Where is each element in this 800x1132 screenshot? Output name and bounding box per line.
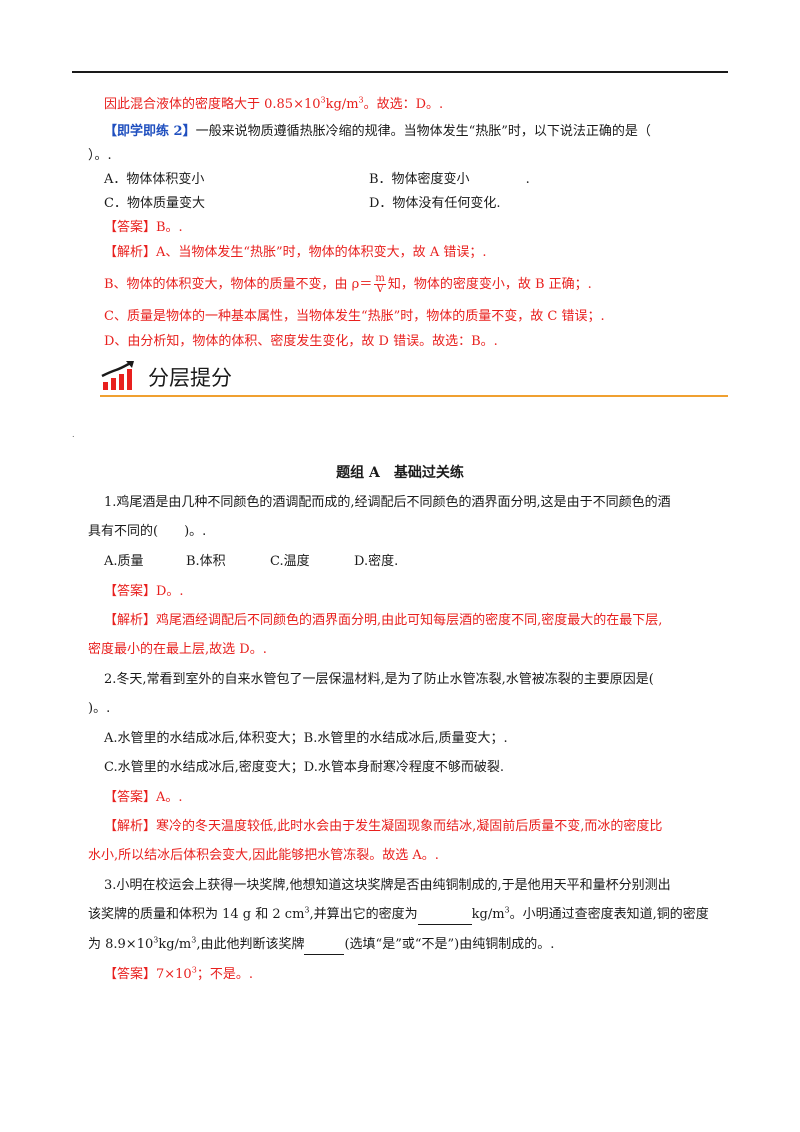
q3-text-end: (选填“是”或“不是”)由纯铜制成的。.: [344, 937, 555, 952]
option-c: C．物体质量变大: [104, 196, 205, 211]
option-d: D．物体没有任何变化.: [369, 196, 501, 211]
q3-line3: 为 8.9×103kg/m3,由此他判断该奖牌(选填“是”或“不是”)由纯铜制成…: [88, 935, 554, 955]
exponent: 3: [191, 965, 197, 975]
q3-text-mid: ,并算出它的密度为: [309, 907, 418, 922]
conclusion-end: 。故选：D。.: [363, 97, 444, 112]
practice2-analysis-4: D、由分析知，物体的体积、密度发生变化，故 D 错误。故选：B。.: [104, 334, 498, 349]
section-underline: [100, 395, 728, 397]
practice2-question-line2: ）。.: [88, 148, 112, 163]
q3-line1: 3.小明在校运会上获得一块奖牌,他想知道这块奖牌是否由纯铜制成的,于是他用天平和…: [104, 878, 671, 893]
group-title: 题组 A 基础过关练: [336, 465, 464, 481]
q1-analysis-2: 密度最小的在最上层,故选 D。.: [88, 642, 267, 657]
analysis-text-end: 知，物体的密度变小，故 B 正确；.: [387, 277, 592, 292]
q2-options-1: A.水管里的水结成冰后,体积变大；B.水管里的水结成冰后,质量变大；.: [104, 731, 508, 746]
q2-options-2: C.水管里的水结成冰后,密度变大；D.水管本身耐寒冷程度不够而破裂.: [104, 760, 504, 775]
q3-text: 该奖牌的质量和体积为 14 g 和 2 cm: [88, 907, 305, 922]
unit-exponent: 3: [504, 905, 510, 915]
q2-analysis-2: 水小,所以结冰后体积会变大,因此能够把水管冻裂。故选 A。.: [88, 848, 439, 863]
answer-text-end: ；不是。.: [196, 967, 253, 982]
conclusion-line: 因此混合液体的密度略大于 0.85×103kg/m3。故选：D。.: [104, 95, 443, 115]
exponent: 3: [320, 95, 326, 105]
q3-text-end: 。小明通过查密度表知道,铜的密度: [509, 907, 709, 922]
q2-analysis-1: 【解析】寒冷的冬天温度较低,此时水会由于发生凝固现象而结冰,凝固前后质量不变,而…: [104, 819, 663, 834]
q3-answer: 【答案】7×103；不是。.: [104, 965, 253, 985]
practice-tag: 【即学即练 2】: [104, 124, 196, 139]
growth-chart-icon: [101, 360, 134, 390]
option-b-text: B．物体密度变小: [369, 172, 470, 187]
q1-option-d: D.密度.: [354, 554, 399, 569]
question-text: 一般来说物质遵循热胀冷缩的规律。当物体发生“热胀”时，以下说法正确的是（: [195, 124, 651, 139]
header-rule: [72, 71, 728, 73]
practice2-question-line1: 【即学即练 2】一般来说物质遵循热胀冷缩的规律。当物体发生“热胀”时，以下说法正…: [104, 122, 651, 142]
unit-exponent: 3: [358, 95, 364, 105]
q3-text: 为 8.9×10: [88, 937, 154, 952]
q1-answer: 【答案】D。.: [104, 584, 184, 599]
unit: kg/m: [158, 937, 192, 952]
practice2-analysis-3: C、质量是物体的一种基本属性，当物体发生“热胀”时，物体的质量不变，故 C 错误…: [104, 309, 605, 324]
q3-text-mid: ,由此他判断该奖牌: [196, 937, 305, 952]
q1-option-b: B.体积: [186, 554, 226, 569]
fraction-denominator: V: [376, 284, 384, 295]
exponent: 3: [153, 935, 159, 945]
fraction-numerator: m: [374, 273, 386, 285]
page-mark: .: [72, 430, 75, 439]
unit-exponent: 3: [191, 935, 197, 945]
q1-option-c: C.温度: [270, 554, 310, 569]
q1-option-a: A.质量: [104, 554, 144, 569]
analysis-text: B、物体的体积变大，物体的质量不变，由 ρ＝: [104, 277, 373, 292]
answer-blank-2[interactable]: [304, 954, 345, 955]
q1-line2: 具有不同的( )。.: [88, 524, 207, 539]
section-title: 分层提分: [148, 366, 232, 390]
q2-line2: )。.: [88, 701, 111, 716]
practice2-answer: 【答案】B。.: [104, 220, 183, 235]
unit: kg/m: [325, 97, 359, 112]
q2-answer: 【答案】A。.: [104, 790, 183, 805]
option-a: A．物体体积变小: [104, 172, 205, 187]
q1-line1: 1.鸡尾酒是由几种不同颜色的酒调配而成的,经调配后不同颜色的酒界面分明,这是由于…: [104, 495, 671, 510]
section-header: 分层提分: [100, 358, 728, 398]
exponent: 3: [304, 905, 310, 915]
q1-analysis-1: 【解析】鸡尾酒经调配后不同颜色的酒界面分明,由此可知每层酒的密度不同,密度最大的…: [104, 613, 663, 628]
option-b-tail: .: [525, 172, 530, 187]
answer-text: 【答案】7×10: [104, 967, 192, 982]
unit: kg/m: [471, 907, 505, 922]
conclusion-text: 因此混合液体的密度略大于 0.85×10: [104, 97, 321, 112]
option-b: B．物体密度变小.: [369, 170, 530, 190]
q2-line1: 2.冬天,常看到室外的自来水管包了一层保温材料,是为了防止水管冻裂,水管被冻裂的…: [104, 672, 654, 687]
answer-blank-1[interactable]: [417, 924, 472, 925]
practice2-analysis-1: 【解析】A、当物体发生“热胀”时，物体的体积变大，故 A 错误；.: [104, 245, 487, 260]
